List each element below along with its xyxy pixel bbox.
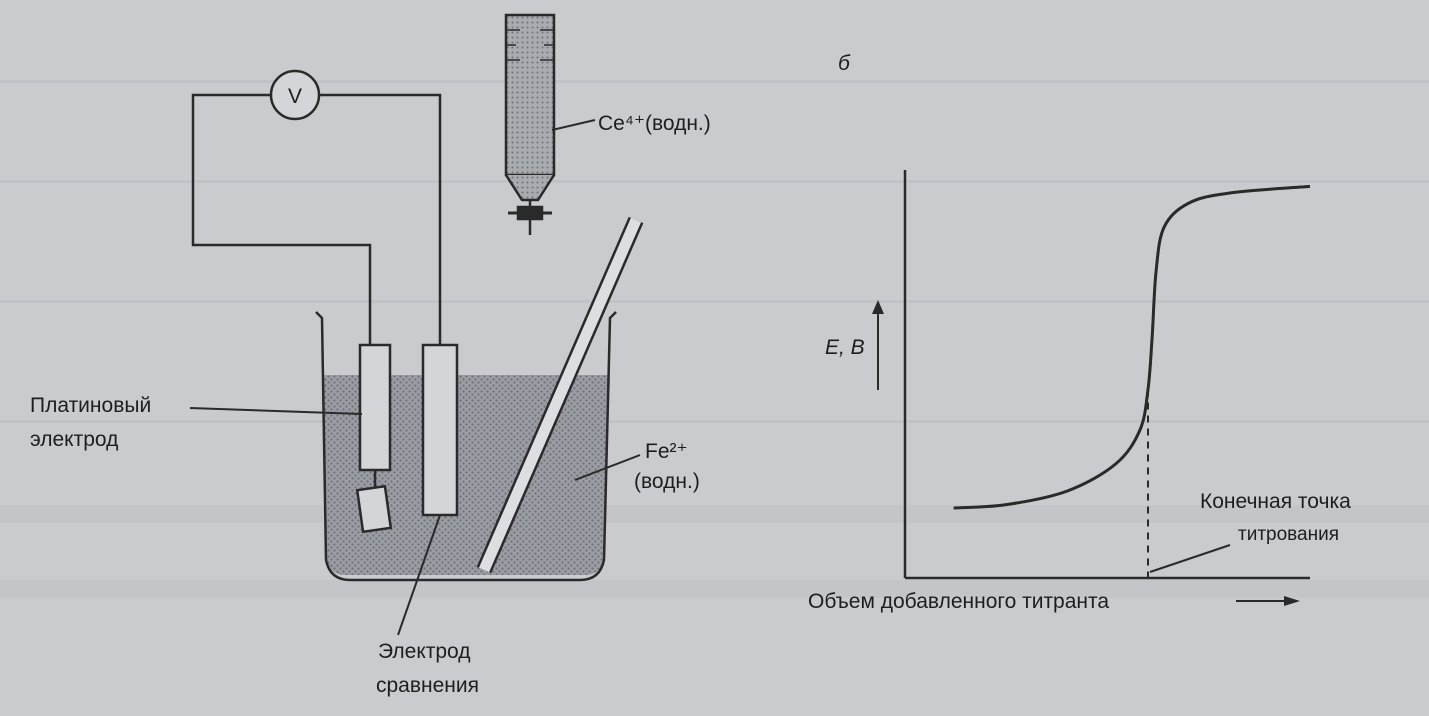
reference-leader (397, 514, 441, 636)
solution-label-1: Fe²⁺ (645, 440, 688, 463)
titrant-label: Ce⁴⁺(водн.) (598, 112, 711, 135)
platinum-leader (189, 407, 363, 415)
endpoint-label-1: Конечная точка (1200, 490, 1351, 513)
x-axis-label: Объем добавленного титранта (808, 590, 1109, 613)
platinum-electrode-label-2: электрод (30, 428, 118, 451)
x-axis-arrow-icon (1236, 596, 1300, 606)
titration-curve (953, 184, 1311, 510)
y-axis-label: E, В (825, 336, 865, 359)
background-text-bleed (0, 80, 1429, 598)
wire-right (320, 93, 442, 345)
solution-label-2: (водн.) (634, 470, 700, 493)
endpoint-label-2: титрования (1238, 524, 1339, 545)
solution-leader (574, 454, 641, 481)
voltmeter-label: V (288, 85, 302, 108)
beaker (315, 311, 617, 582)
stirring-rod (476, 216, 644, 574)
platinum-electrode-label-1: Платиновый (30, 394, 151, 417)
panel-label: б (838, 52, 851, 75)
titrant-leader (551, 119, 596, 131)
burette (504, 13, 556, 235)
reference-electrode (421, 343, 459, 517)
reference-electrode-label-1: Электрод (378, 640, 471, 663)
reference-electrode-label-2: сравнения (376, 674, 479, 697)
wire-left (191, 93, 372, 345)
solution (322, 375, 610, 575)
titration-curve-graph: E, В Конечная точка титрования Объем доб… (808, 170, 1351, 613)
platinum-plate (355, 484, 393, 534)
titration-apparatus (189, 13, 644, 636)
endpoint-leader (1149, 544, 1231, 573)
platinum-electrode (355, 343, 393, 534)
y-axis-arrow-icon (872, 300, 884, 390)
voltmeter-icon (269, 69, 321, 121)
